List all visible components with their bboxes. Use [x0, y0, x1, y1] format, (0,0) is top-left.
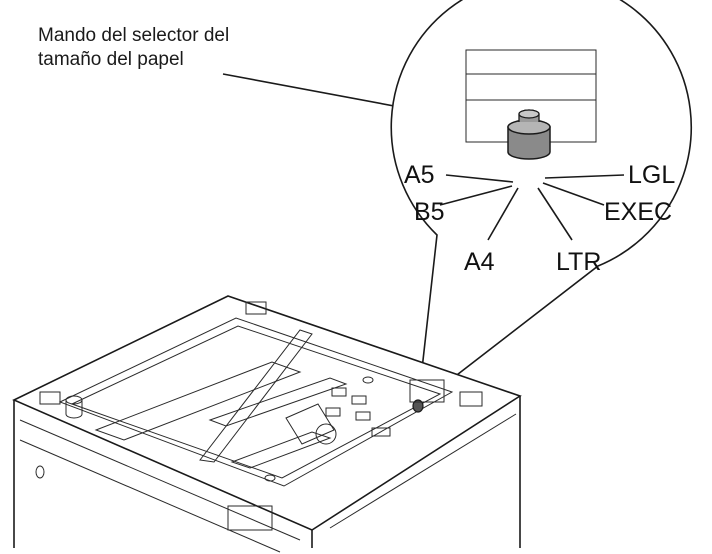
callout-line-2: tamaño del papel	[38, 49, 184, 70]
label-b5: B5	[414, 198, 445, 226]
callout-label: Mando del selector del tamaño del papel	[38, 24, 229, 72]
selector-position-lines	[439, 174, 625, 241]
selector-frame	[465, 49, 597, 143]
paper-tray-unit	[12, 295, 522, 553]
label-a5: A5	[404, 161, 435, 189]
label-lgl: LGL	[628, 161, 675, 189]
label-exec: EXEC	[604, 198, 672, 226]
label-a4: A4	[464, 248, 495, 276]
label-ltr: LTR	[556, 248, 601, 276]
callout-line-1: Mando del selector del	[38, 25, 230, 46]
size-selector-knob[interactable]	[507, 109, 551, 160]
